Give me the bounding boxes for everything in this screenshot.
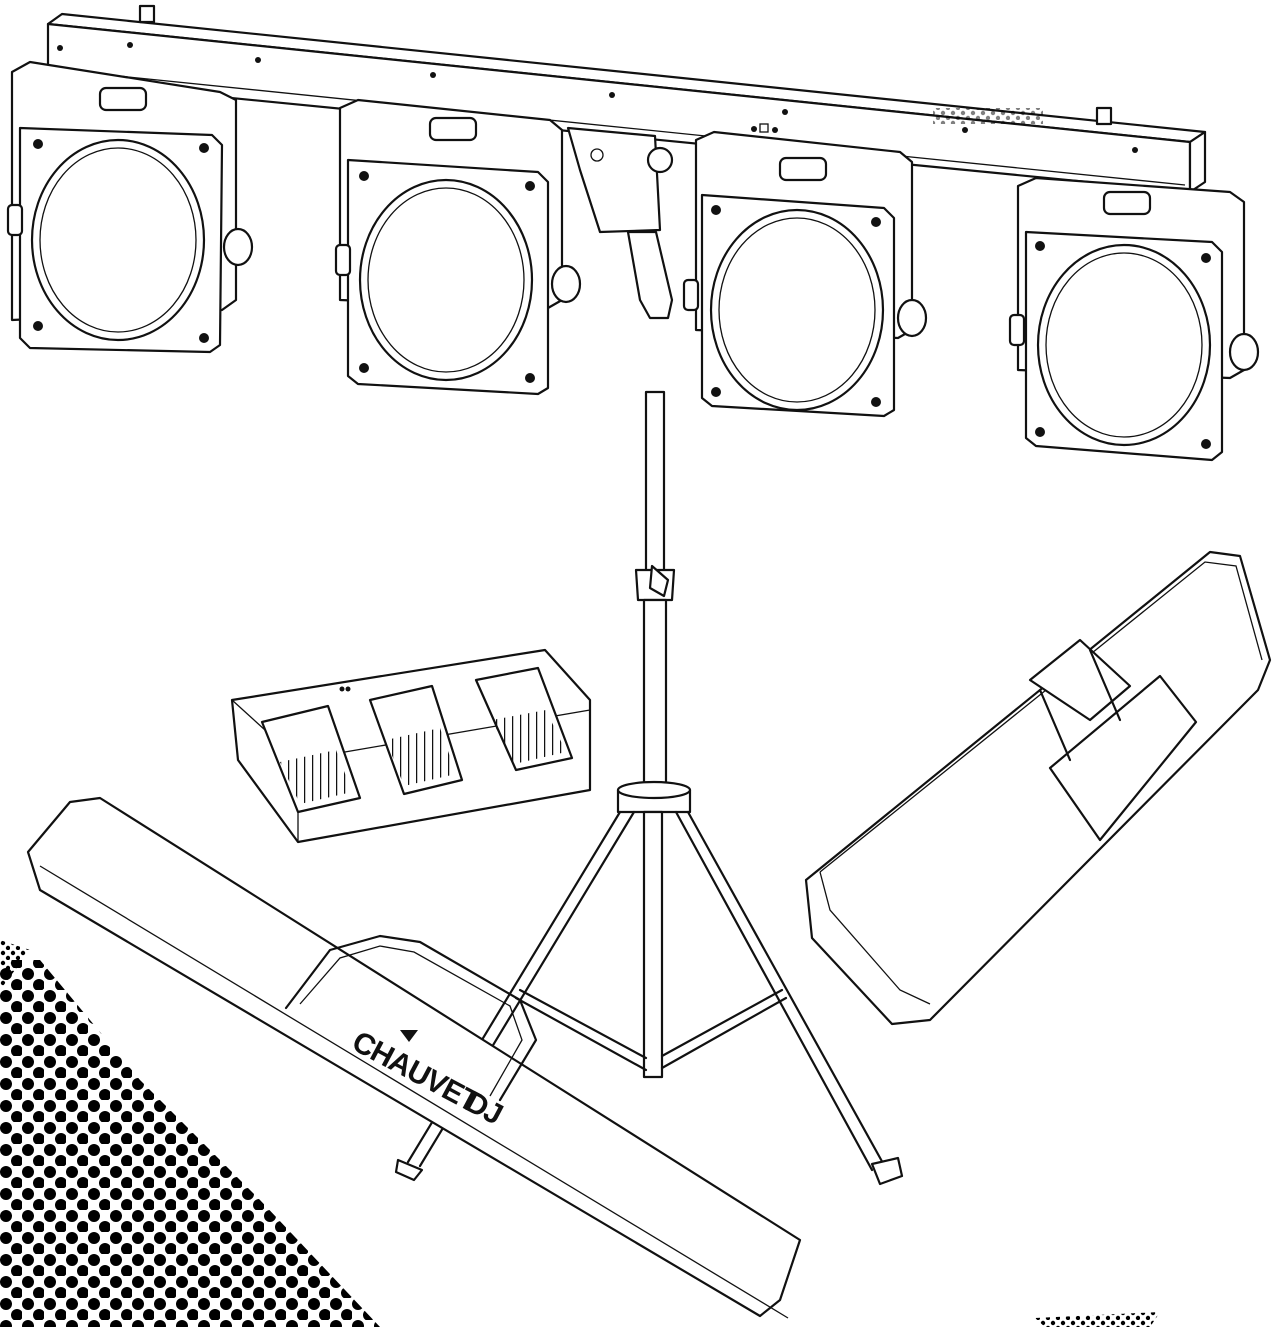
tripod-stand [394, 390, 904, 1186]
fixture-head-3 [682, 130, 928, 418]
halftone-corner-decoration [0, 940, 380, 1327]
fixture-head-4 [1008, 176, 1260, 462]
fixture-head-2 [334, 98, 582, 396]
halftone-bottom-right-decoration [1035, 1312, 1160, 1327]
fixture-head-1 [6, 60, 254, 354]
light-bar [46, 4, 1207, 320]
hard-case [804, 550, 1272, 1026]
foot-controller [230, 648, 592, 844]
